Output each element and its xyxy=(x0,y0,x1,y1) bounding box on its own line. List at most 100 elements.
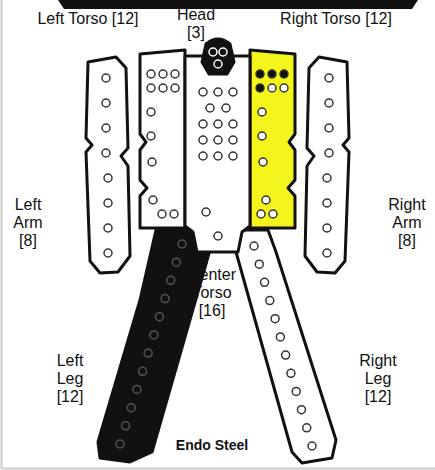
part-label: Right Arm [8] xyxy=(388,196,425,250)
pip xyxy=(292,387,300,395)
part-label: Center Torso [16] xyxy=(188,266,236,320)
pip xyxy=(256,84,264,92)
pip xyxy=(199,120,207,128)
pip xyxy=(282,351,290,359)
header-bar xyxy=(58,0,418,9)
pip xyxy=(158,210,166,218)
left-arm-shape xyxy=(86,57,130,273)
pip xyxy=(150,331,158,339)
pip xyxy=(147,132,155,140)
pip xyxy=(149,196,157,204)
right-arm-shape xyxy=(305,57,349,273)
part-label: Right Leg [12] xyxy=(359,352,396,406)
pip xyxy=(323,199,331,207)
pip xyxy=(122,422,130,430)
pip xyxy=(147,70,155,78)
pip xyxy=(199,152,207,160)
pip xyxy=(229,152,237,160)
pip xyxy=(214,88,222,96)
pip xyxy=(139,367,147,375)
pip xyxy=(256,70,264,78)
pip xyxy=(255,260,263,268)
pip xyxy=(325,74,333,82)
pip xyxy=(229,136,237,144)
pip xyxy=(202,208,210,216)
pip xyxy=(102,74,110,82)
pip xyxy=(104,199,112,207)
pip xyxy=(323,224,331,232)
pip xyxy=(206,104,214,112)
pip xyxy=(287,369,295,377)
frame-line xyxy=(1,0,3,468)
pip xyxy=(147,84,155,92)
part-label: Left Arm [8] xyxy=(13,196,42,250)
pip xyxy=(325,124,333,132)
pip xyxy=(172,258,180,266)
pip xyxy=(171,84,179,92)
pip xyxy=(325,99,333,107)
pip xyxy=(261,278,269,286)
part-label: Left Leg [12] xyxy=(57,352,84,406)
pip xyxy=(269,210,277,218)
pip xyxy=(127,404,135,412)
pip xyxy=(229,88,237,96)
left-torso-shape xyxy=(140,50,185,228)
pip xyxy=(214,232,222,240)
pip xyxy=(250,242,258,250)
pip xyxy=(171,70,179,78)
left-leg-shape xyxy=(98,230,212,462)
material-label: Endo Steel xyxy=(176,436,248,454)
pip xyxy=(155,313,163,321)
pip xyxy=(276,333,284,341)
pip xyxy=(133,385,141,393)
part-label: Right Torso [12] xyxy=(280,10,392,28)
pip xyxy=(258,132,266,140)
pip xyxy=(308,442,316,450)
part-label: Head [3] xyxy=(177,6,215,42)
pip xyxy=(323,249,331,257)
pip xyxy=(229,120,237,128)
pip xyxy=(147,108,155,116)
pip xyxy=(116,440,124,448)
pip xyxy=(159,70,167,78)
pip xyxy=(325,149,333,157)
pip xyxy=(104,174,112,182)
pip xyxy=(268,84,276,92)
pip xyxy=(303,424,311,432)
pip xyxy=(268,70,276,78)
pip xyxy=(148,158,156,166)
pip xyxy=(178,240,186,248)
pip xyxy=(214,120,222,128)
head-shape xyxy=(202,39,234,74)
pip xyxy=(219,48,227,56)
pip xyxy=(209,48,217,56)
frame-line xyxy=(1,468,435,470)
pip xyxy=(214,136,222,144)
right-leg-shape xyxy=(236,230,336,463)
center-torso-shape xyxy=(185,46,250,252)
pip xyxy=(214,60,222,68)
pip xyxy=(102,149,110,157)
pip xyxy=(102,99,110,107)
pip xyxy=(170,210,178,218)
pip xyxy=(199,136,207,144)
pip xyxy=(104,249,112,257)
pip xyxy=(104,224,112,232)
pip xyxy=(266,297,274,305)
pip xyxy=(199,88,207,96)
pip xyxy=(257,210,265,218)
pip xyxy=(102,124,110,132)
pip xyxy=(262,196,270,204)
pip xyxy=(271,315,279,323)
pip xyxy=(259,158,267,166)
pip xyxy=(280,84,288,92)
pip xyxy=(214,152,222,160)
pip xyxy=(280,70,288,78)
pip xyxy=(159,84,167,92)
pip xyxy=(258,108,266,116)
pip xyxy=(144,349,152,357)
pip xyxy=(297,406,305,414)
pip xyxy=(161,295,169,303)
pip xyxy=(222,104,230,112)
